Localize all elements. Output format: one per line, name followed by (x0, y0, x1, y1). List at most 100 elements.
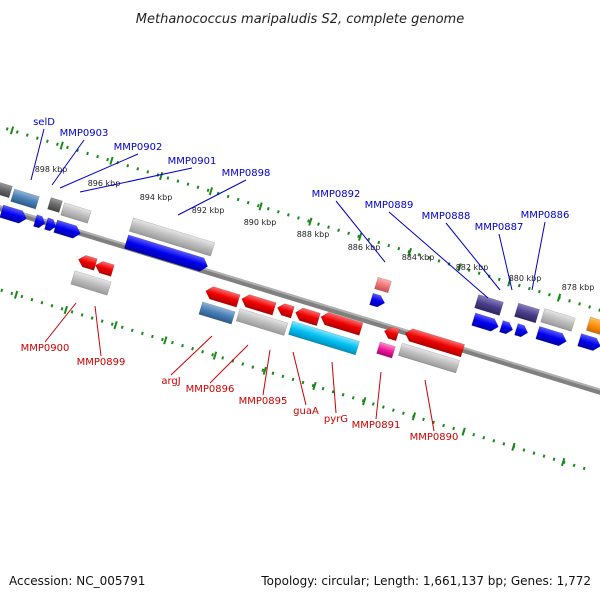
minor-tick (538, 289, 541, 294)
minor-tick (341, 393, 345, 397)
minor-tick (211, 353, 215, 357)
minor-tick (492, 439, 496, 443)
gene-purple (514, 302, 540, 324)
minor-tick (146, 170, 150, 174)
minor-tick (291, 377, 295, 382)
gene-blue-forward (33, 214, 46, 229)
tick-label: 898 kbp (35, 165, 68, 174)
gene-red-reverse (295, 307, 321, 327)
minor-tick (588, 305, 592, 309)
gene-orange (585, 316, 600, 336)
gene-blue-forward (44, 217, 57, 232)
gene-label-forward[interactable]: MMP0902 (114, 142, 163, 153)
minor-tick (60, 307, 64, 311)
label-leader-line (498, 233, 513, 291)
gene-label-forward[interactable]: MMP0889 (365, 200, 414, 211)
minor-tick (246, 200, 250, 205)
minor-tick (472, 432, 476, 437)
major-tick (262, 366, 267, 375)
minor-tick (196, 185, 200, 189)
minor-tick (347, 231, 351, 236)
minor-tick (517, 283, 521, 288)
minor-tick (181, 343, 184, 348)
gene-label-reverse[interactable]: MMP0890 (410, 432, 459, 443)
gene-label-forward[interactable]: MMP0903 (60, 128, 109, 139)
gene-label-forward[interactable]: MMP0888 (422, 211, 471, 222)
minor-tick (377, 240, 381, 245)
tick-label: 888 kbp (297, 230, 330, 239)
label-leader-line (170, 335, 213, 376)
gene-salmon (374, 276, 392, 294)
minor-tick (90, 316, 94, 320)
gene-label-forward[interactable]: MMP0901 (168, 156, 217, 167)
gene-blue-forward (369, 292, 386, 308)
gene-label-forward[interactable]: MMP0892 (312, 189, 361, 200)
minor-tick (86, 151, 89, 156)
minor-tick (15, 130, 19, 134)
minor-tick (568, 299, 571, 303)
minor-tick (140, 331, 144, 336)
gene-gray (128, 217, 216, 257)
gene-label-reverse[interactable]: MMP0895 (239, 396, 288, 407)
label-leader-line (531, 221, 546, 291)
label-leader-line (375, 371, 382, 420)
minor-tick (30, 297, 34, 302)
gene-blue-forward (499, 320, 514, 335)
gene-label-forward[interactable]: selD (33, 117, 55, 128)
minor-tick (126, 164, 130, 168)
gene-label-reverse[interactable]: MMP0899 (77, 357, 126, 368)
gene-label-reverse[interactable]: MMP0900 (21, 343, 70, 354)
label-leader-line (331, 361, 337, 414)
gene-label-forward[interactable]: MMP0898 (222, 168, 271, 179)
label-leader-line (79, 167, 193, 193)
major-tick (163, 336, 168, 345)
minor-tick (120, 325, 124, 329)
label-leader-line (292, 351, 307, 406)
gene-red-reverse (320, 312, 364, 336)
gene-label-reverse[interactable]: pyrG (324, 414, 348, 425)
minor-tick (578, 302, 581, 306)
minor-tick (271, 371, 275, 376)
minor-tick (186, 182, 190, 186)
minor-tick (297, 216, 300, 220)
minor-tick (482, 436, 486, 440)
gene-cyan (288, 320, 360, 356)
gene-label-reverse[interactable]: guaA (293, 406, 319, 417)
minor-tick (351, 396, 355, 400)
gene-label-forward[interactable]: MMP0887 (475, 222, 524, 233)
minor-tick (387, 243, 391, 248)
minor-tick (206, 188, 210, 193)
gene-label-reverse[interactable]: argJ (161, 376, 180, 387)
tick-label: 884 kbp (402, 253, 435, 262)
major-tick (113, 321, 118, 330)
gene-red-reverse (78, 255, 98, 271)
gene-label-reverse[interactable]: MMP0891 (352, 420, 401, 431)
label-leader-line (59, 153, 139, 189)
gene-blue-forward (123, 234, 208, 272)
minor-tick (402, 411, 405, 415)
major-tick (457, 263, 462, 272)
gene-dark (47, 197, 63, 213)
major-tick (308, 217, 313, 226)
gene-gray (540, 308, 576, 332)
gene-red-reverse (241, 294, 277, 316)
major-tick (362, 397, 367, 406)
label-leader-line (335, 200, 386, 263)
minor-tick (327, 225, 330, 229)
gene-label-reverse[interactable]: MMP0896 (186, 384, 235, 395)
gene-red-reverse (205, 286, 241, 308)
tick-label: 882 kbp (456, 263, 489, 272)
minor-tick (35, 136, 39, 140)
minor-tick (286, 213, 290, 217)
major-tick (63, 305, 68, 315)
label-leader-line (44, 302, 77, 343)
minor-tick (442, 423, 445, 428)
gene-blue-forward (471, 312, 499, 332)
minor-tick (236, 197, 240, 202)
map-title: Methanococcus maripaludis S2, complete g… (136, 12, 464, 27)
minor-tick (397, 246, 401, 251)
gene-label-forward[interactable]: MMP0886 (521, 210, 570, 221)
minor-tick (542, 454, 546, 458)
major-tick (511, 442, 516, 451)
minor-tick (301, 380, 305, 385)
